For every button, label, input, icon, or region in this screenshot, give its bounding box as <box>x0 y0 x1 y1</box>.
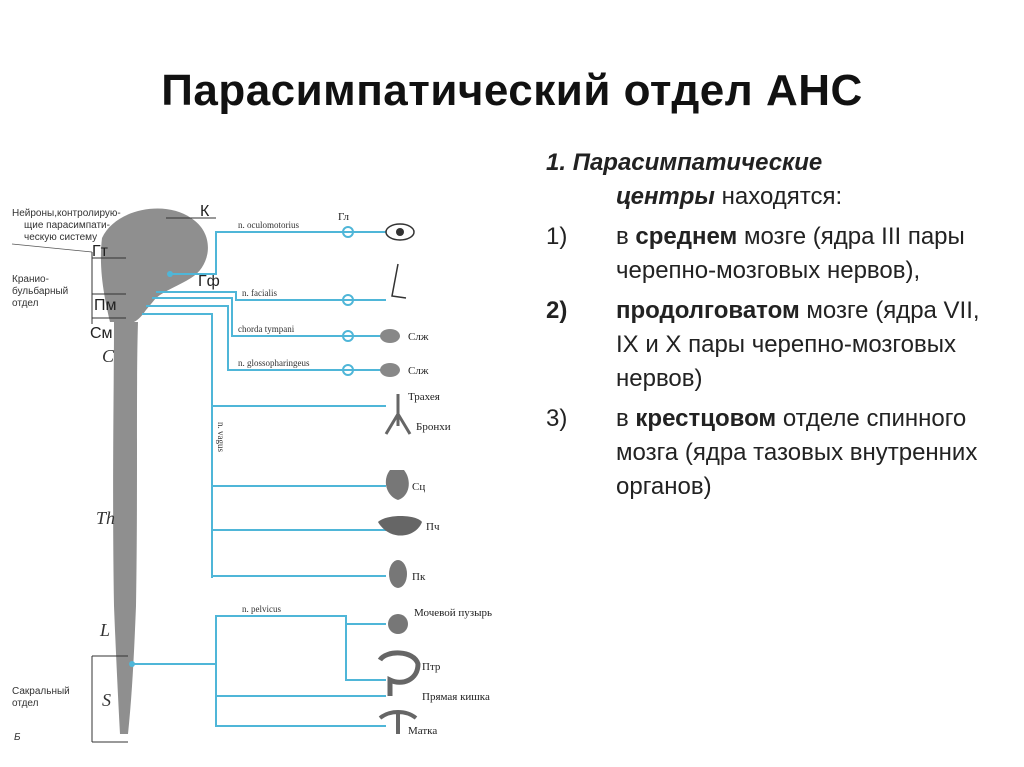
nerve-chorda <box>152 297 386 337</box>
organ-label-gland-2: Слж <box>408 365 429 377</box>
gland-organ-2 <box>380 363 400 377</box>
item-text: продолговатом мозге (ядра VII, IX и X па… <box>616 297 980 392</box>
organ-label-intestine: Птр <box>422 661 441 673</box>
list-item: 3) в крестцовом отделе спинного мозга (я… <box>546 402 1006 504</box>
item-text: в среднем мозге (ядра III пары черепно-м… <box>616 223 965 284</box>
slide-title: Парасимпатический отдел АНС <box>161 66 863 115</box>
label-n-oculomotorius: n. oculomotorius <box>238 220 299 230</box>
brain-shape <box>100 208 208 322</box>
nerve-pelvicus <box>132 615 386 681</box>
cranio-note-line-3: отдел <box>12 298 39 309</box>
sacral-note-line-2: отдел <box>12 698 39 709</box>
region-th: Th <box>96 508 115 528</box>
neurons-note-line-1: Нейроны,контролирую- <box>12 208 121 219</box>
organ-label-uterus: Матка <box>408 725 437 737</box>
cranio-note-line-2: бульбарный <box>12 285 68 297</box>
organ-label-rectum: Прямая кишка <box>422 691 490 703</box>
bladder-organ <box>388 614 408 634</box>
heart-organ <box>385 470 409 500</box>
item-number: 3) <box>546 405 568 432</box>
item-number: 2) <box>546 297 568 324</box>
organ-label-kidney: Пк <box>412 571 426 583</box>
neurons-note-line-3: ческую систему <box>24 232 97 243</box>
list-item: 2) продолговатом мозге (ядра VII, IX и X… <box>546 294 1006 396</box>
label-n-facialis: n. facialis <box>242 288 277 298</box>
centers-text: 1. Парасимпатические центры находятся: 1… <box>546 146 1006 504</box>
item-number: 1) <box>546 223 568 250</box>
uterus-organ <box>378 710 418 734</box>
region-l: L <box>99 620 110 640</box>
liver-organ <box>378 516 422 536</box>
sacral-note-line-1: Сакральный <box>12 686 70 697</box>
intestine-organ <box>377 650 421 696</box>
organ-label-heart: Сц <box>412 481 425 493</box>
heading-bold-1: Парасимпатические <box>572 149 823 176</box>
organ-label-eye: Гл <box>338 211 350 223</box>
corner-label: Б <box>14 732 21 743</box>
label-n-glossopharingeus: n. glossopharingeus <box>238 358 310 368</box>
nose-organ <box>391 263 407 299</box>
organ-label-trachea: Трахея <box>408 391 440 403</box>
organ-label-bladder: Мочевой пузырь <box>414 607 492 619</box>
spinal-cord <box>113 322 138 734</box>
organ-label-liver: Пч <box>426 521 440 533</box>
gland-organ-1 <box>380 329 400 343</box>
nerve-facialis <box>156 291 386 301</box>
heading-rest: находятся: <box>714 183 843 210</box>
item-text: в крестцовом отделе спинного мозга (ядра… <box>616 405 978 500</box>
label-gf: Гф <box>198 273 220 290</box>
list-item: 1) в среднем мозге (ядра III пары черепн… <box>546 220 1006 288</box>
organ-label-bronchi: Бронхи <box>416 421 451 433</box>
pelvic-branch-uterus <box>215 696 386 727</box>
label-k: К <box>200 203 210 220</box>
heading-prefix: 1. <box>546 149 573 176</box>
centers-heading: 1. Парасимпатические центры находятся: <box>546 146 1006 214</box>
label-sm: См <box>90 325 113 342</box>
label-pm: Пм <box>94 297 117 314</box>
nerve-oculomotorius <box>170 231 386 275</box>
neurons-note-line-2: щие парасимпати- <box>24 220 110 231</box>
trachea-organ <box>384 394 412 435</box>
parasympathetic-diagram: Нейроны,контролирую- щие парасимпати- че… <box>11 203 492 743</box>
region-c: C <box>102 346 115 366</box>
nerve-vagus <box>142 313 213 578</box>
label-n-pelvicus: n. pelvicus <box>242 604 281 614</box>
organ-label-gland-1: Слж <box>408 331 429 343</box>
region-s: S <box>102 690 111 710</box>
nerve-glosso <box>146 305 386 371</box>
cranio-note-line-1: Кранио- <box>12 274 49 285</box>
kidney-organ <box>389 560 407 588</box>
label-chorda-tympani: chorda tympani <box>238 324 295 334</box>
label-gt: Гт <box>92 243 109 260</box>
heading-bold-2: центры <box>616 183 715 210</box>
anatomy-figure: Нейроны,контролирую- щие парасимпати- че… <box>6 186 526 758</box>
label-n-vagus: n. vagus <box>216 422 226 452</box>
